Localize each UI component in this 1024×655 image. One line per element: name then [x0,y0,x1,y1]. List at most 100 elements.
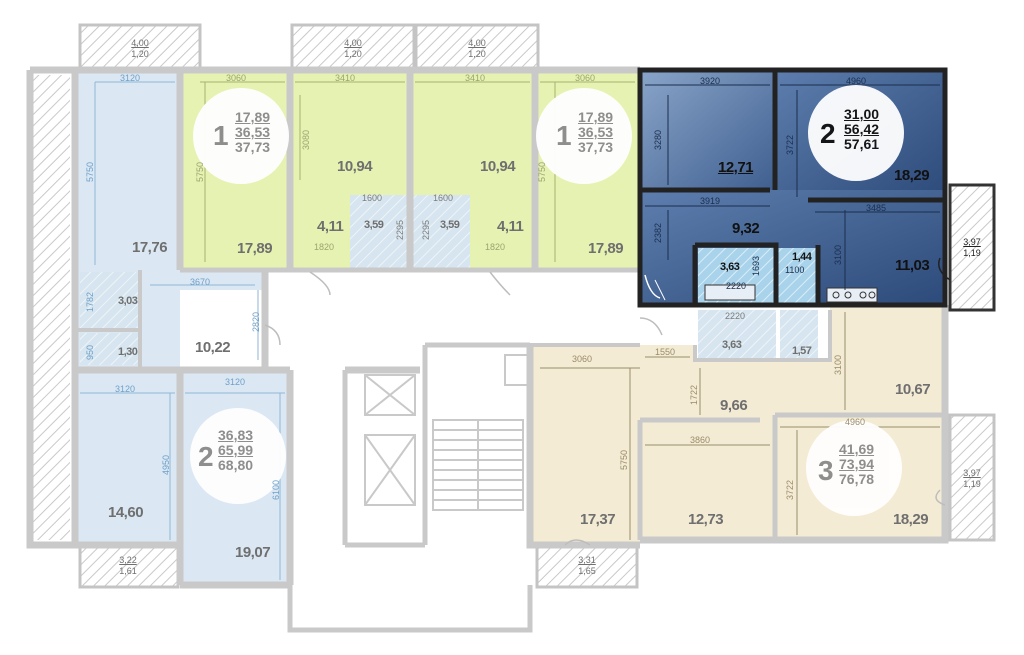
apt-left-blue-badge[interactable]: 2 36,83 65,99 68,80 [190,408,286,504]
apt-beige-wc [780,310,818,362]
dimension-label: 2220 [726,281,747,291]
dimension-label: 3485 [866,203,887,213]
dimension-label: 3100 [833,354,843,375]
dimension-label: 3860 [690,435,711,445]
dimension-label: 3722 [785,479,795,500]
area-living: 17,89 [235,109,271,125]
room-area: 19,07 [235,544,271,561]
exterior-wall-hatch [30,75,70,540]
dimension-label: 3120 [115,384,136,394]
area-with-balcony: 57,61 [844,136,880,152]
room-area: 10,22 [195,339,231,356]
apt-green-1-badge[interactable]: 1 17,89 36,53 37,73 [193,88,289,184]
area-total: 36,53 [578,124,614,140]
dimension-label: 1782 [85,291,95,312]
room-count: 1 [213,120,229,151]
room-area: 11,03 [895,257,930,274]
room-area: 10,94 [337,158,373,175]
area-with-balcony: 68,80 [218,457,254,473]
dimension-label: 3280 [653,129,663,150]
room-area: 3,03 [118,295,138,307]
apt-beige-bath [698,310,776,362]
room-area: 1,30 [118,346,138,358]
room-area: 9,66 [720,397,748,414]
room-area: 17,89 [237,240,273,257]
dimension-label: 3120 [120,73,141,83]
dimension-label: 1600 [433,193,454,203]
room-count: 2 [820,118,836,149]
stairwell [364,354,531,511]
apt-beige-badge[interactable]: 3 41,69 73,94 76,78 [806,420,902,516]
area-values: 41,69 73,94 76,78 [839,442,874,487]
room-area: 17,89 [588,240,624,257]
selected-apartment-details [654,279,878,303]
dimension-label: 4950 [161,454,171,475]
dimension-label: 1820 [485,242,506,252]
dimension-label: 3060 [226,73,247,83]
area-with-balcony: 37,73 [235,139,271,155]
dimension-label: 1820 [314,242,335,252]
dimension-label: 1722 [689,384,699,405]
dimension-label: 6100 [271,479,281,500]
selected-apartment-walls [637,67,948,308]
dimension-label: 5750 [85,161,95,182]
room-area: 10,94 [480,158,516,175]
area-values: 36,83 65,99 68,80 [218,428,253,473]
room-area: 14,60 [108,504,144,521]
room-area: 17,76 [132,239,168,256]
dimension-label: 3410 [465,73,486,83]
dimension-label: 3670 [190,277,211,287]
room-area: 3,59 [440,219,460,231]
dimension-label: 2382 [653,222,663,243]
dimension-label: 2295 [395,219,405,240]
area-living: 36,83 [218,427,254,443]
room-area: 3,59 [364,219,384,231]
area-with-balcony: 76,78 [839,471,875,487]
dimension-label: 5750 [537,161,547,182]
room-area: 10,67 [895,381,931,398]
doors [264,257,951,546]
room-area: 4,11 [317,218,344,235]
area-living: 31,00 [844,106,880,122]
dimension-label: 4960 [846,76,867,86]
dimension-label: 1600 [362,193,383,203]
balconies [78,23,996,589]
room-area: 12,71 [718,159,754,176]
room-area: 12,73 [688,511,724,528]
dimension-label: 3080 [301,129,311,150]
area-living: 41,69 [839,441,875,457]
dimension-label: 5750 [195,161,205,182]
dimension-label: 3120 [225,377,246,387]
room-count: 1 [556,120,572,151]
dimension-label: 3100 [833,244,843,265]
dimension-label: 5750 [619,449,629,470]
dimension-label: 2220 [725,311,746,321]
apt-green-2-badge[interactable]: 1 17,89 36,53 37,73 [536,88,632,184]
dimension-lines [80,81,940,580]
apt-selected-wc [778,248,816,303]
area-total: 36,53 [235,124,271,140]
dimension-label: 2820 [251,311,261,332]
apt-left-bath [80,272,142,330]
area-with-balcony: 37,73 [578,139,614,155]
area-total: 56,42 [844,121,880,137]
room-count: 2 [198,441,214,472]
area-living: 17,89 [578,109,614,125]
room-area: 18,29 [893,511,929,528]
room-area: 9,32 [732,220,760,237]
dimension-label: 3410 [335,73,356,83]
area-values: 17,89 36,53 37,73 [235,110,270,155]
dimension-label: 4960 [845,417,866,427]
apt-selected-badge[interactable]: 2 31,00 56,42 57,61 [808,85,904,181]
dimension-label: 3060 [572,354,593,364]
dimension-label: 3722 [785,134,795,155]
walls [26,66,949,633]
room-area: 17,37 [580,511,616,528]
area-values: 31,00 56,42 57,61 [844,107,879,152]
